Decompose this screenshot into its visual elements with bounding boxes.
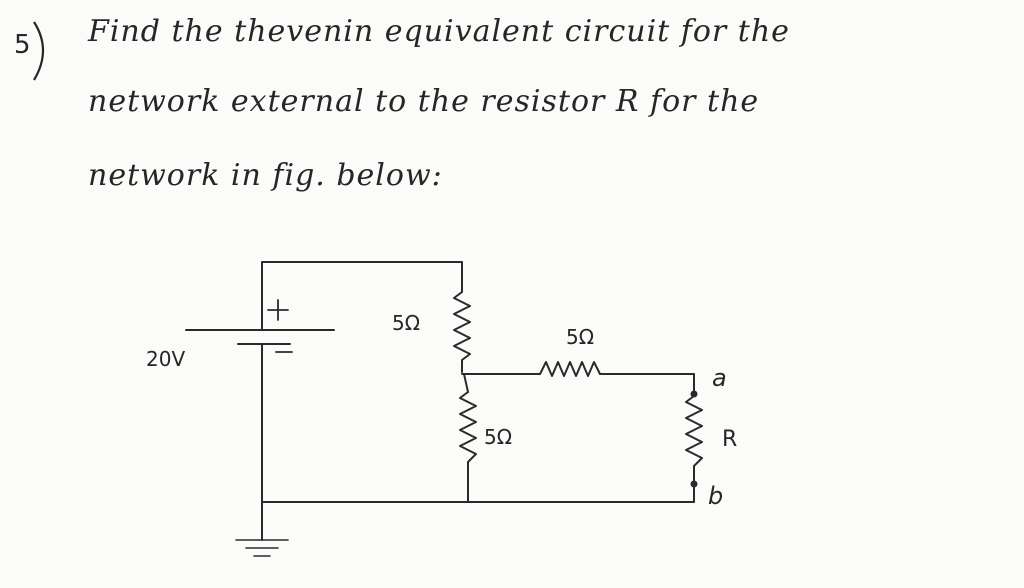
ground-symbol — [235, 539, 289, 557]
source-voltage-label: 20V — [146, 347, 185, 371]
resistor-lower-label: 5Ω — [484, 425, 512, 449]
resistor-upper-zigzag — [453, 291, 471, 373]
wire-top — [261, 261, 463, 331]
resistor-upper-label: 5Ω — [392, 311, 420, 335]
problem-number: 5 — [10, 16, 56, 81]
terminal-a-dot — [690, 390, 698, 398]
plus-sign — [267, 299, 289, 321]
wire-middle-branch — [463, 373, 469, 393]
terminal-b-dot — [690, 480, 698, 488]
terminal-a-label: a — [712, 364, 727, 392]
resistor-lower-zigzag — [459, 391, 477, 503]
wire-to-terminal-a — [599, 373, 695, 393]
resistor-load-zigzag — [685, 395, 703, 483]
problem-text-line-3: network in fig. below: — [88, 158, 443, 193]
wire-bottom — [261, 485, 695, 503]
terminal-b-label: b — [708, 482, 723, 510]
problem-number-parenthesis — [33, 21, 44, 81]
resistor-load-label: R — [722, 427, 737, 452]
resistor-series-label: 5Ω — [566, 325, 594, 349]
problem-text-line-2: network external to the resistor R for t… — [88, 84, 760, 119]
problem-number-text: 5 — [14, 30, 31, 60]
resistor-series-zigzag — [539, 361, 601, 377]
problem-text-line-1: Find the thevenin equivalent circuit for… — [88, 14, 790, 49]
